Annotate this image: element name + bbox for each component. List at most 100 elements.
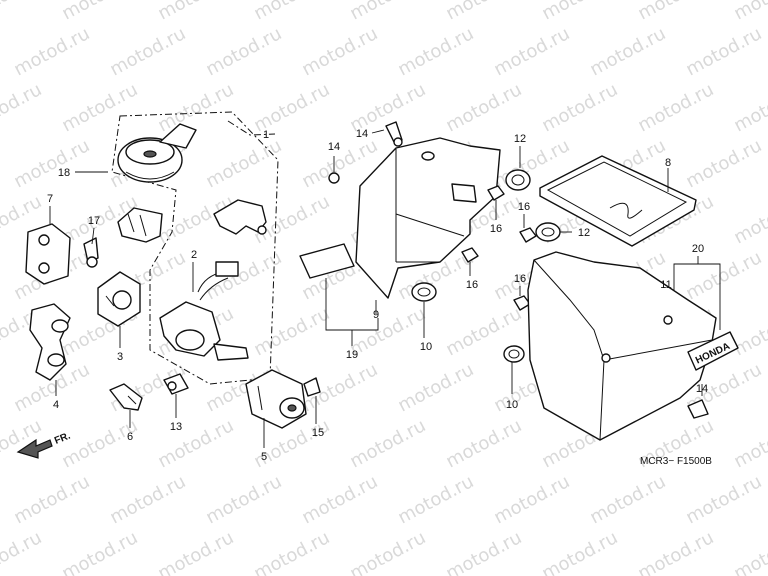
callout-10-b: 10 <box>506 399 518 411</box>
watermark-text: motod.ru <box>346 303 429 360</box>
watermark-text: motod.ru <box>442 415 525 472</box>
callout-5: 5 <box>261 451 267 463</box>
leader-17 <box>91 227 95 245</box>
pad-8 <box>539 155 697 247</box>
callout-6: 6 <box>127 431 133 443</box>
callout-14-b: 14 <box>328 141 340 153</box>
callout-12-b: 12 <box>578 227 590 239</box>
watermark-text: motod.ru <box>202 23 285 80</box>
callout-8: 8 <box>665 157 671 169</box>
watermark-text: motod.ru <box>202 471 285 528</box>
grommet-12-a <box>505 169 531 191</box>
watermark-text: motod.ru <box>394 23 477 80</box>
watermark-text: motod.ru <box>682 247 765 304</box>
watermark-text: motod.ru <box>154 415 237 472</box>
bolt-17 <box>83 237 99 268</box>
callout-18: 18 <box>58 167 70 179</box>
grommet-10-b <box>503 345 525 363</box>
callout-12-a: 12 <box>514 133 526 145</box>
watermark-text: motod.ru <box>298 471 381 528</box>
watermark-text: motod.ru <box>538 527 621 576</box>
watermark-text: motod.ru <box>154 0 237 24</box>
watermark-text: motod.ru <box>250 303 333 360</box>
watermark-text: motod.ru <box>730 191 768 248</box>
watermark-text: motod.ru <box>250 527 333 576</box>
ignition-switch <box>159 261 249 361</box>
watermark-text: motod.ru <box>202 247 285 304</box>
bolt-14-left <box>328 172 340 184</box>
nut-16-a <box>487 185 505 201</box>
watermark-text: motod.ru <box>154 79 237 136</box>
callout-1: 1 <box>263 129 269 141</box>
watermark-text: motod.ru <box>154 527 237 576</box>
leader-11-20-bracket <box>673 263 721 330</box>
watermark-text: motod.ru <box>202 135 285 192</box>
watermark-text: motod.ru <box>58 79 141 136</box>
watermark-text: motod.ru <box>58 0 141 24</box>
watermark-text: motod.ru <box>538 0 621 24</box>
callout-20: 20 <box>692 243 704 255</box>
watermark-text: motod.ru <box>634 527 717 576</box>
cover-11 <box>527 251 717 441</box>
watermark-text: motod.ru <box>730 79 768 136</box>
watermark-text: motod.ru <box>682 135 765 192</box>
battery-box-9 <box>355 137 501 299</box>
callout-10-a: 10 <box>420 341 432 353</box>
watermark-text: motod.ru <box>250 415 333 472</box>
callout-17: 17 <box>88 215 100 227</box>
watermark-text: motod.ru <box>0 527 45 576</box>
watermark-text: motod.ru <box>730 0 768 24</box>
callout-2: 2 <box>191 249 197 261</box>
watermark-text: motod.ru <box>346 527 429 576</box>
bracket-4 <box>29 303 71 381</box>
watermark-text: motod.ru <box>682 23 765 80</box>
callout-14-c: 14 <box>696 383 708 395</box>
watermark-text: motod.ru <box>106 23 189 80</box>
watermark-text: motod.ru <box>0 0 45 24</box>
watermark-text: motod.ru <box>538 79 621 136</box>
callout-14-a: 14 <box>356 128 368 140</box>
watermark-text: motod.ru <box>730 527 768 576</box>
watermark-text: motod.ru <box>442 527 525 576</box>
callout-7: 7 <box>47 193 53 205</box>
watermark-text: motod.ru <box>442 0 525 24</box>
watermark-text: motod.ru <box>250 79 333 136</box>
ignition-set-frame <box>111 111 279 385</box>
watermark-text: motod.ru <box>634 79 717 136</box>
watermark-text: motod.ru <box>346 0 429 24</box>
watermark-text: motod.ru <box>442 79 525 136</box>
watermark-text: motod.ru <box>250 0 333 24</box>
callout-4: 4 <box>53 399 59 411</box>
bolt-15 <box>303 377 321 397</box>
bolt-13 <box>163 373 189 395</box>
callout-16-d: 16 <box>514 273 526 285</box>
watermark-text: motod.ru <box>0 415 45 472</box>
grommet-12-b <box>535 222 561 242</box>
watermark-text: motod.ru <box>58 415 141 472</box>
watermark-text: motod.ru <box>586 23 669 80</box>
callout-15: 15 <box>312 427 324 439</box>
watermark-text: motod.ru <box>730 303 768 360</box>
callout-16-a: 16 <box>490 223 502 235</box>
lock-cylinder-3 <box>97 271 141 327</box>
callout-3: 3 <box>117 351 123 363</box>
watermark-text: motod.ru <box>58 527 141 576</box>
lock-5 <box>245 369 307 429</box>
watermark-text: motod.ru <box>586 471 669 528</box>
fuel-cap <box>117 123 197 183</box>
watermark-text: motod.ru <box>682 471 765 528</box>
lock-clip <box>213 199 267 235</box>
nut-16-b <box>461 247 479 263</box>
watermark-text: motod.ru <box>10 23 93 80</box>
callout-19: 19 <box>346 349 358 361</box>
label-19 <box>299 243 355 279</box>
leader-14a <box>371 129 385 134</box>
leader-1 <box>227 120 276 136</box>
watermark-text: motod.ru <box>730 415 768 472</box>
bolt-14-box <box>385 121 403 147</box>
watermark-text: motod.ru <box>346 415 429 472</box>
watermark-text: motod.ru <box>634 0 717 24</box>
callout-16-c: 16 <box>518 201 530 213</box>
